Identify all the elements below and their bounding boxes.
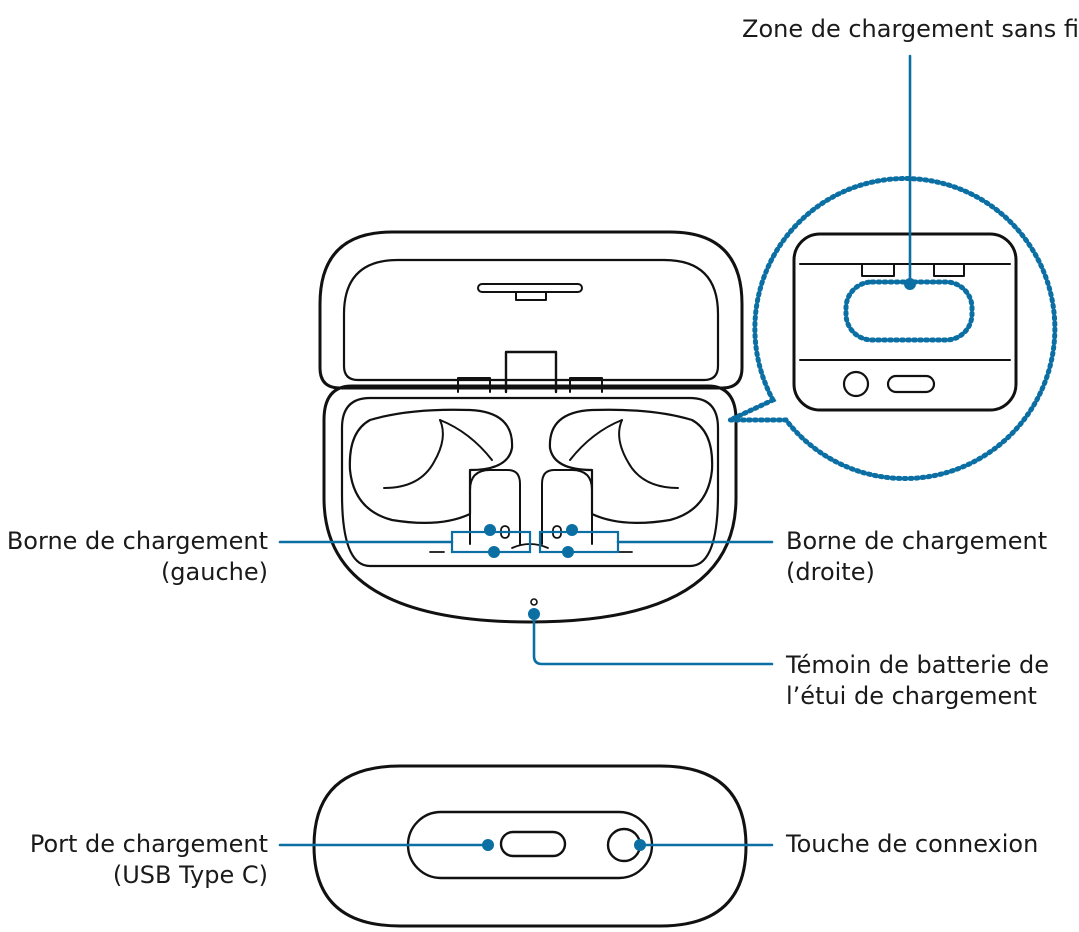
contact-right-label: Borne de chargement (droite) bbox=[786, 526, 1076, 588]
inset-case-outer bbox=[792, 232, 1018, 412]
stem-left bbox=[469, 469, 521, 545]
contacts-right-box bbox=[538, 530, 620, 554]
usb-port-shape bbox=[499, 830, 567, 858]
lid-latch bbox=[515, 291, 547, 301]
case-base-inner bbox=[340, 396, 720, 568]
battery-led-dot bbox=[530, 598, 538, 606]
case-base-outer bbox=[322, 384, 738, 624]
case-bottom-outer bbox=[312, 764, 748, 928]
contact-left-text-2: (gauche) bbox=[160, 558, 268, 586]
lid-slot bbox=[477, 283, 583, 293]
charging-port-text-2: (USB Type C) bbox=[112, 861, 268, 889]
charging-port-text-1: Port de chargement bbox=[29, 830, 268, 858]
battery-indicator-label: Témoin de batterie de l’étui de chargeme… bbox=[786, 650, 1076, 712]
wireless-zone-outline bbox=[843, 279, 975, 343]
pairing-button-label: Touche de connexion bbox=[786, 829, 1076, 860]
earbud-cavity-right bbox=[548, 408, 714, 524]
battery-indicator-text-2: l’étui de chargement bbox=[786, 682, 1037, 710]
pairing-button-text: Touche de connexion bbox=[786, 830, 1039, 858]
wireless-zone-label: Zone de chargement sans fil bbox=[742, 14, 1079, 45]
contact-right-text-1: Borne de chargement bbox=[786, 527, 1048, 555]
stem-right bbox=[541, 469, 593, 545]
contact-right-text-2: (droite) bbox=[786, 558, 875, 586]
contact-left-text-1: Borne de chargement bbox=[6, 527, 268, 555]
battery-indicator-text-1: Témoin de batterie de bbox=[786, 651, 1050, 679]
case-lid-outer bbox=[318, 230, 744, 390]
case-lid-inner bbox=[342, 258, 720, 382]
hinge-center bbox=[504, 350, 558, 394]
contact-left-label: Borne de chargement (gauche) bbox=[0, 526, 268, 588]
wireless-zone-text: Zone de chargement sans fil bbox=[742, 15, 1079, 43]
charging-port-label: Port de chargement (USB Type C) bbox=[0, 829, 268, 891]
inset-bubble-outline bbox=[728, 176, 1058, 481]
earbud-cavity-left bbox=[348, 408, 514, 524]
